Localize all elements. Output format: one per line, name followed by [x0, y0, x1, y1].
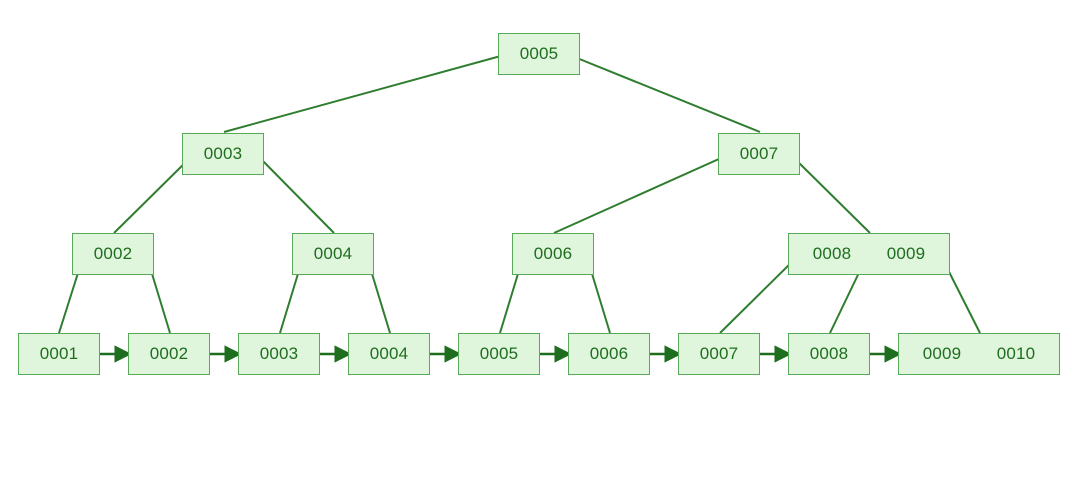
node-key: 0001 — [39, 344, 79, 363]
internal-node: 0002 — [72, 233, 154, 275]
leaf-node: 0008 — [788, 333, 870, 375]
tree-edge — [719, 253, 801, 334]
node-key: 0007 — [739, 144, 779, 163]
node-key: 0003 — [259, 344, 299, 363]
tree-edge — [223, 53, 509, 133]
tree-edge — [789, 153, 871, 234]
leaf-node: 0007 — [678, 333, 760, 375]
tree-edge — [113, 153, 195, 234]
tree-edge — [571, 55, 761, 133]
internal-node: 0003 — [182, 133, 264, 175]
tree-edge — [553, 153, 731, 234]
root-node: 0005 — [498, 33, 580, 75]
node-key: 0002 — [93, 244, 133, 263]
internal-node: 0004 — [292, 233, 374, 275]
node-key: 0005 — [519, 44, 559, 63]
node-key: 0006 — [533, 244, 573, 263]
node-key: 0008 — [809, 344, 849, 363]
leaf-node: 0005 — [458, 333, 540, 375]
leaf-node: 0006 — [568, 333, 650, 375]
node-key: 0004 — [313, 244, 353, 263]
leaf-node: 0001 — [18, 333, 100, 375]
tree-edge — [255, 153, 335, 234]
node-key: 0009 — [886, 244, 926, 263]
node-key: 0005 — [479, 344, 519, 363]
node-key: 0009 — [922, 344, 962, 363]
node-key: 0007 — [699, 344, 739, 363]
node-key: 0008 — [812, 244, 852, 263]
node-key: 0004 — [369, 344, 409, 363]
node-key: 0010 — [996, 344, 1036, 363]
leaf-node: 0004 — [348, 333, 430, 375]
internal-node: 0006 — [512, 233, 594, 275]
node-key: 0002 — [149, 344, 189, 363]
leaf-node: 0009 0010 — [898, 333, 1060, 375]
internal-node: 0007 — [718, 133, 800, 175]
internal-node: 0008 0009 — [788, 233, 950, 275]
leaf-node: 0003 — [238, 333, 320, 375]
node-key: 0006 — [589, 344, 629, 363]
node-key: 0003 — [203, 144, 243, 163]
leaf-node: 0002 — [128, 333, 210, 375]
